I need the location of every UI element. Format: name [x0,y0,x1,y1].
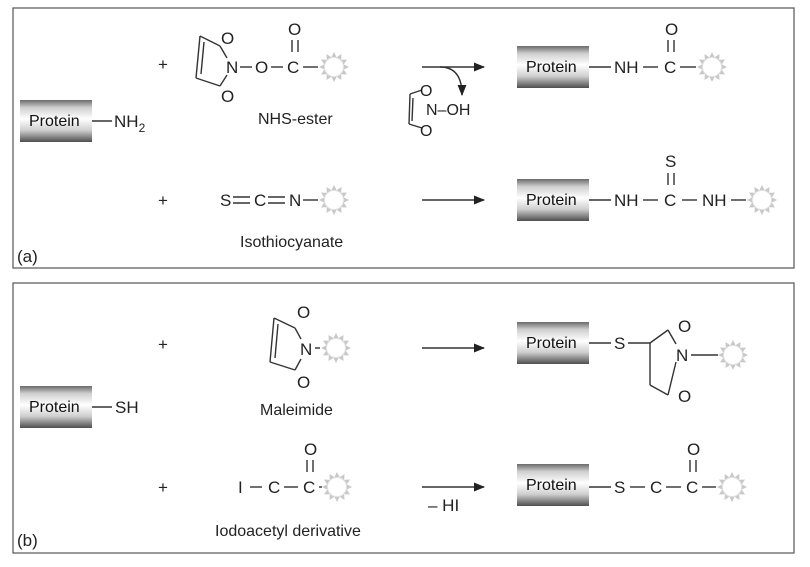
svg-text:O: O [420,83,432,100]
protein-label: Protein [526,335,577,352]
svg-text:O: O [255,58,268,77]
svg-text:O: O [288,20,301,39]
product-atom: NH [614,58,639,77]
arrow-label: – HI [428,496,459,515]
isothiocyanate-structure: S C N [220,184,350,216]
plus-sign: + [158,478,168,497]
iodoacetyl-structure: I C C O [238,440,353,503]
protein-block [517,322,589,364]
maleimide-structure: O O N [269,303,352,392]
svg-text:S: S [220,191,231,210]
product-atom: S [614,478,625,497]
panel-a-tag: (a) [17,247,38,266]
protein-block [517,464,589,506]
product-atom: C [664,191,676,210]
product-atom: O [687,440,700,459]
protein-label: Protein [29,399,80,416]
svg-text:N: N [300,340,312,359]
amine-group: NH2 [114,112,146,135]
svg-text:O: O [304,440,317,459]
svg-text:C: C [268,478,280,497]
panel-a-border [12,7,795,269]
svg-text:C: C [303,478,315,497]
svg-text:O: O [221,87,234,106]
plus-sign: + [158,335,168,354]
protein-label: Protein [526,59,577,76]
panel-b: (b) Protein SH + O O N Maleimide Protein… [12,282,795,554]
product-atom: NH [614,191,639,210]
svg-text:I: I [238,478,243,497]
nhs-byproduct: O O N–OH [408,83,470,140]
reagent-name-maleimide: Maleimide [260,402,333,419]
product-atom: S [665,152,676,171]
nhs-ester-structure: O O N O C O [195,20,350,106]
protein-label: Protein [526,477,577,494]
panel-a: (a) Protein NH2 + O O N O C O [12,7,795,269]
plus-sign: + [158,55,168,74]
protein-label: Protein [29,113,80,130]
reagent-name-nhs-ester: NHS-ester [258,111,333,128]
panel-b-tag: (b) [17,531,38,550]
plus-sign: + [158,191,168,210]
product-atom: C [664,58,676,77]
protein-block [20,386,92,428]
reagent-name-isothiocyanate: Isothiocyanate [240,234,343,251]
product-atom: O [665,20,678,39]
product-atom: O [678,317,691,336]
product-atom: C [686,478,698,497]
thiol-group: SH [115,398,139,417]
svg-text:O: O [297,303,310,322]
product-atom: S [614,334,625,353]
svg-text:N: N [289,191,301,210]
product-atom: NH [702,191,727,210]
reagent-name-iodoacetyl: Iodoacetyl derivative [215,523,361,540]
product-atom: O [678,387,691,406]
protein-block [20,100,92,142]
protein-block [517,179,589,221]
svg-text:O: O [297,373,310,392]
protein-label: Protein [526,192,577,209]
svg-text:N–OH: N–OH [426,102,470,119]
svg-text:O: O [221,29,234,48]
panel-b-border [12,282,795,554]
svg-text:C: C [287,58,299,77]
product-atom: C [650,478,662,497]
protein-block [517,46,589,88]
svg-text:C: C [254,191,266,210]
svg-text:O: O [420,123,432,140]
svg-text:N: N [226,58,238,77]
product-atom: N [676,346,688,365]
byproduct-arrow [439,66,467,97]
